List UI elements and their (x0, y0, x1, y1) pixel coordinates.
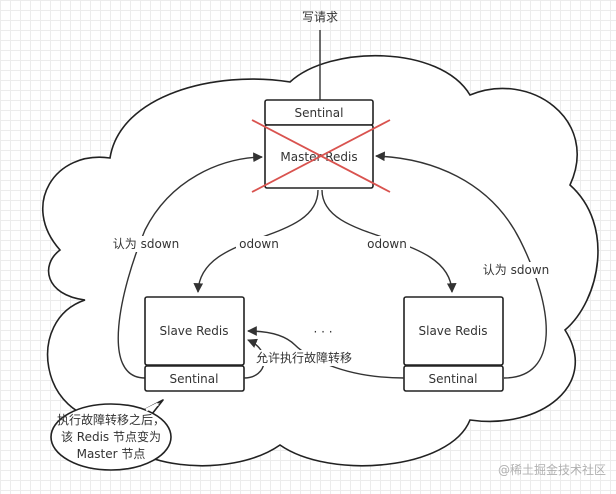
slave-left-sentinel-node[interactable]: Sentinal (144, 365, 245, 392)
slaves-ellipsis: · · · (313, 325, 332, 339)
write-request-label: 写请求 (302, 10, 338, 24)
slave-right-redis-label: Slave Redis (419, 324, 488, 338)
odown-left-label: odown (239, 237, 279, 251)
callout-line-3: Master 节点 (77, 447, 146, 461)
sdown-left-edge (117, 152, 263, 379)
sdown-right-label: 认为 sdown (483, 263, 549, 277)
promotion-callout: 执行故障转移之后， 该 Redis 节点变为 Master 节点 (50, 399, 172, 471)
master-failed-mark (251, 119, 391, 193)
sdown-left-label: 认为 sdown (113, 237, 179, 251)
slave-right-sentinel-label: Sentinal (429, 372, 478, 386)
master-sentinel-label: Sentinal (295, 106, 344, 120)
callout-line-1: 执行故障转移之后， (57, 412, 165, 427)
slave-left-sentinel-label: Sentinal (170, 372, 219, 386)
watermark: @稀土掘金技术社区 (498, 462, 606, 477)
odown-right-label: odown (367, 237, 407, 251)
master-sentinel-node[interactable]: Sentinal (264, 99, 374, 126)
failover-edge (247, 326, 405, 379)
sdown-right-edge (375, 151, 547, 379)
slave-right-redis-node[interactable]: Slave Redis (403, 296, 504, 366)
slave-left-redis-node[interactable]: Slave Redis (144, 296, 245, 366)
failover-label: 允许执行故障转移 (256, 350, 352, 365)
slave-left-redis-label: Slave Redis (160, 324, 229, 338)
slave-right-sentinel-node[interactable]: Sentinal (403, 365, 504, 392)
callout-line-2: 该 Redis 节点变为 (61, 429, 161, 444)
